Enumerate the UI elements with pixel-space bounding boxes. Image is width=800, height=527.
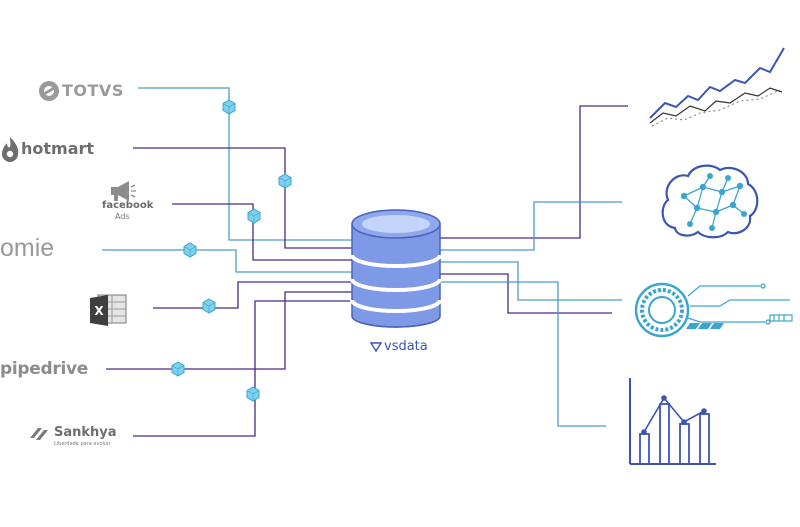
- source-label-pipedrive: pipedrive: [0, 359, 88, 379]
- connector-hotmart: [133, 147, 352, 249]
- cube-icon: [222, 99, 236, 115]
- connector-circuit-1: [440, 261, 622, 301]
- circuit-ring-icon: [634, 282, 793, 338]
- brain-network-icon: [661, 164, 759, 239]
- cube-icon: [278, 173, 292, 189]
- hotmart-flame-icon: [2, 137, 19, 162]
- cube-icon: [202, 298, 216, 314]
- excel-icon: X: [90, 294, 127, 326]
- source-label-facebook-ads: Ads: [115, 212, 130, 221]
- source-label-sankhya-tagline: Liberdade para evoluir: [54, 441, 111, 447]
- database-icon: [350, 209, 442, 328]
- megaphone-icon: [111, 181, 136, 201]
- connector-brain: [440, 201, 622, 251]
- source-label-facebook: facebook: [102, 200, 154, 211]
- cube-icon: [246, 386, 260, 402]
- hub-brand-label: vsdata: [384, 339, 428, 354]
- source-connectors: [102, 87, 352, 437]
- connector-facebook: [172, 203, 352, 261]
- data-cubes: [171, 99, 292, 402]
- connector-circuit-2: [440, 273, 612, 314]
- sankhya-logo-icon: [30, 428, 48, 440]
- source-label-omie: omie: [0, 234, 55, 262]
- source-label-totvs: TOTVS: [62, 81, 124, 100]
- source-label-hotmart: hotmart: [21, 139, 95, 158]
- cube-icon: [183, 242, 197, 258]
- connector-omie: [102, 249, 352, 273]
- svg-text:X: X: [94, 304, 104, 318]
- bar-chart-icon: [629, 378, 716, 465]
- connector-sankhya: [133, 300, 352, 437]
- connector-line-chart: [440, 105, 628, 239]
- connector-pipedrive: [106, 291, 352, 370]
- connector-totvs: [138, 87, 352, 241]
- source-label-sankhya: Sankhya: [54, 425, 117, 440]
- line-chart-icon: [649, 47, 785, 127]
- cube-icon: [247, 208, 261, 224]
- totvs-logo-icon: [39, 81, 59, 101]
- output-connectors: [440, 105, 628, 427]
- connector-excel: [153, 281, 352, 309]
- connector-bar-chart: [440, 281, 606, 427]
- vsdata-logo-icon: [369, 342, 383, 353]
- cube-icon: [171, 361, 185, 377]
